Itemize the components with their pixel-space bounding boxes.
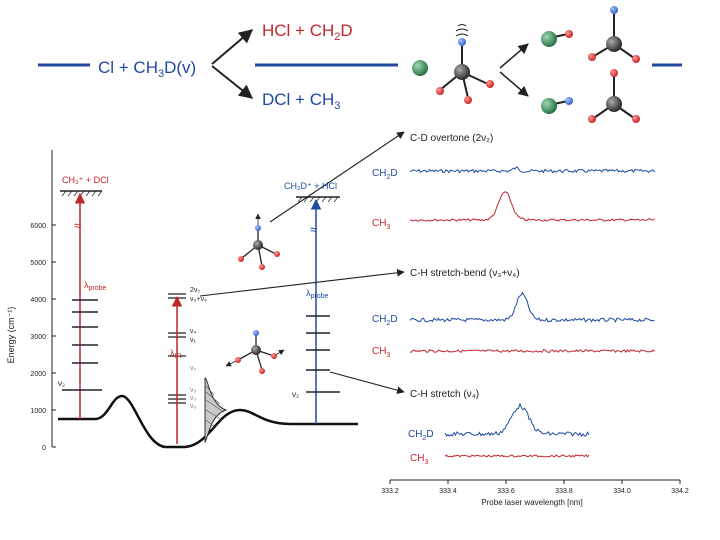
ch3-overtone-trace <box>409 191 655 222</box>
overtone-level-label: 2ν₂ <box>190 287 200 294</box>
ch3-stretch-bend-trace <box>409 349 655 354</box>
c-atom <box>606 96 622 112</box>
h-atom <box>588 53 596 61</box>
h-atom <box>486 80 494 88</box>
right-level-label: ν₂ <box>292 390 299 399</box>
upper-product-label: HCl + CH2D <box>262 21 353 43</box>
connector-arrow-overtone <box>269 131 405 223</box>
cl-atom <box>541 98 557 114</box>
h-atom <box>436 87 444 95</box>
wavelength-tick-label: 334.0 <box>613 488 631 495</box>
left-probe-label: λprobe <box>84 280 107 292</box>
energy-tick-label: 0 <box>42 445 46 452</box>
h-atom <box>464 96 472 104</box>
combination-level-label: ν₃+ν₄ <box>190 296 207 303</box>
reactant-label: Cl + CH3D(v) <box>98 58 196 80</box>
right-break-mark: ≈ <box>310 222 317 237</box>
c-atom <box>454 64 470 80</box>
reaction-scheme: Cl + CH3D(v) HCl + CH2D DCl + CH3 <box>38 6 682 123</box>
product-split-arrow-up <box>499 43 529 69</box>
spectra-panel: C-D overtone (2ν₂) CH2D CH3 C-H stretch-… <box>372 133 689 507</box>
nu2-level-label: ν₂ <box>190 365 197 372</box>
c-atom <box>606 36 622 52</box>
wavelength-axis-label: Probe laser wavelength [nm] <box>481 498 582 507</box>
d-atom <box>458 38 466 46</box>
ch3-trace-label: CH3 <box>372 218 390 231</box>
energy-tick-label: 3000 <box>30 334 46 341</box>
h-atom <box>632 55 640 63</box>
vibration-marks <box>455 24 469 37</box>
ch2d-trace-label: CH2D <box>408 429 434 442</box>
product-split-arrow-down <box>499 71 529 97</box>
connector-arrow-stretch <box>329 371 405 394</box>
wavelength-ticks: 333.2 333.4 333.6 333.8 334.0 334.2 <box>381 480 689 495</box>
ch3-stretch-trace <box>444 454 590 458</box>
right-probe-label: λprobe <box>306 288 329 300</box>
h-atom <box>632 115 640 123</box>
panel-title-stretch-bend: C-H stretch-bend (ν₃+ν₄) <box>410 268 520 279</box>
ir-label: λIR <box>170 348 182 360</box>
cl-atom <box>541 31 557 47</box>
ch2d-overtone-trace <box>409 166 655 174</box>
dcl-ch3-products <box>541 69 640 123</box>
left-break-mark: ≈ <box>74 218 81 233</box>
d-atom <box>565 97 573 105</box>
upper-branch-arrow <box>211 29 254 65</box>
ch2d-ionization-ladder: CH₂D⁺ + HCl ≈ λprobe ν₂ <box>284 181 340 424</box>
wavelength-tick-label: 333.4 <box>439 488 457 495</box>
ch2d-trace-label: CH2D <box>372 168 398 181</box>
panel-title-stretch: C-H stretch (ν₄) <box>410 389 479 400</box>
energy-tick-label: 5000 <box>30 260 46 267</box>
wavelength-tick-label: 333.6 <box>497 488 515 495</box>
nu5-level-label: ν₅ <box>190 387 197 394</box>
energy-diagram: Energy (cm⁻¹) 0100020003000400050006000 … <box>6 131 405 452</box>
right-asymptote-label: CH₂D⁺ + HCl <box>284 181 337 191</box>
left-level-label: ν₂ <box>58 379 65 388</box>
d-atom <box>610 6 618 14</box>
nu3-level-label: ν₃ <box>190 395 197 402</box>
lower-product-label: DCl + CH3 <box>262 90 340 112</box>
cl-atom <box>412 60 428 76</box>
ch2d-stretch-bend-trace <box>409 291 655 323</box>
nu1-level-label: ν₁ <box>190 337 197 344</box>
ch3-trace-label: CH3 <box>372 346 390 359</box>
reactant-molecules <box>412 24 494 104</box>
wavepacket <box>204 377 228 444</box>
panel-title-overtone: C-D overtone (2ν₂) <box>410 133 493 144</box>
left-asymptote-label: CH₃⁺ + DCl <box>62 175 109 185</box>
energy-tick-label: 6000 <box>30 223 46 230</box>
lower-branch-arrow <box>211 65 254 99</box>
wavelength-tick-label: 333.2 <box>381 488 399 495</box>
hcl-ch2d-products <box>541 6 640 63</box>
ch2d-stretch-trace <box>444 402 590 438</box>
energy-tick-label: 1000 <box>30 408 46 415</box>
vibrating-molecule-lower <box>225 330 285 374</box>
energy-tick-label: 4000 <box>30 297 46 304</box>
wavelength-tick-label: 334.2 <box>671 488 689 495</box>
h-atom <box>588 115 596 123</box>
potential-energy-curve <box>58 394 358 449</box>
ch3-trace-label: CH3 <box>410 453 428 466</box>
energy-tick-label: 2000 <box>30 371 46 378</box>
vibrating-molecule-upper <box>238 213 280 270</box>
h-atom <box>610 69 618 77</box>
wavelength-tick-label: 333.8 <box>555 488 573 495</box>
ch2d-trace-label: CH2D <box>372 314 398 327</box>
energy-axis-label: Energy (cm⁻¹) <box>6 307 16 364</box>
nu6-level-label: ν₆ <box>190 403 197 410</box>
connector-arrow-stretch-bend <box>199 268 405 297</box>
energy-ticks: 0 1000 2000 3000 4000 5000 6000 <box>30 223 56 452</box>
nu4-level-label: ν₄ <box>190 328 197 335</box>
ir-excitation-ladder: λIR 2ν₂ ν₃+ν₄ ν₄ ν₁ ν₂ ν₅ ν₃ ν₆ <box>168 213 285 444</box>
ch3-ionization-ladder: CH₃⁺ + DCl ≈ λprobe ν₂ <box>58 175 109 419</box>
h-atom <box>565 30 573 38</box>
